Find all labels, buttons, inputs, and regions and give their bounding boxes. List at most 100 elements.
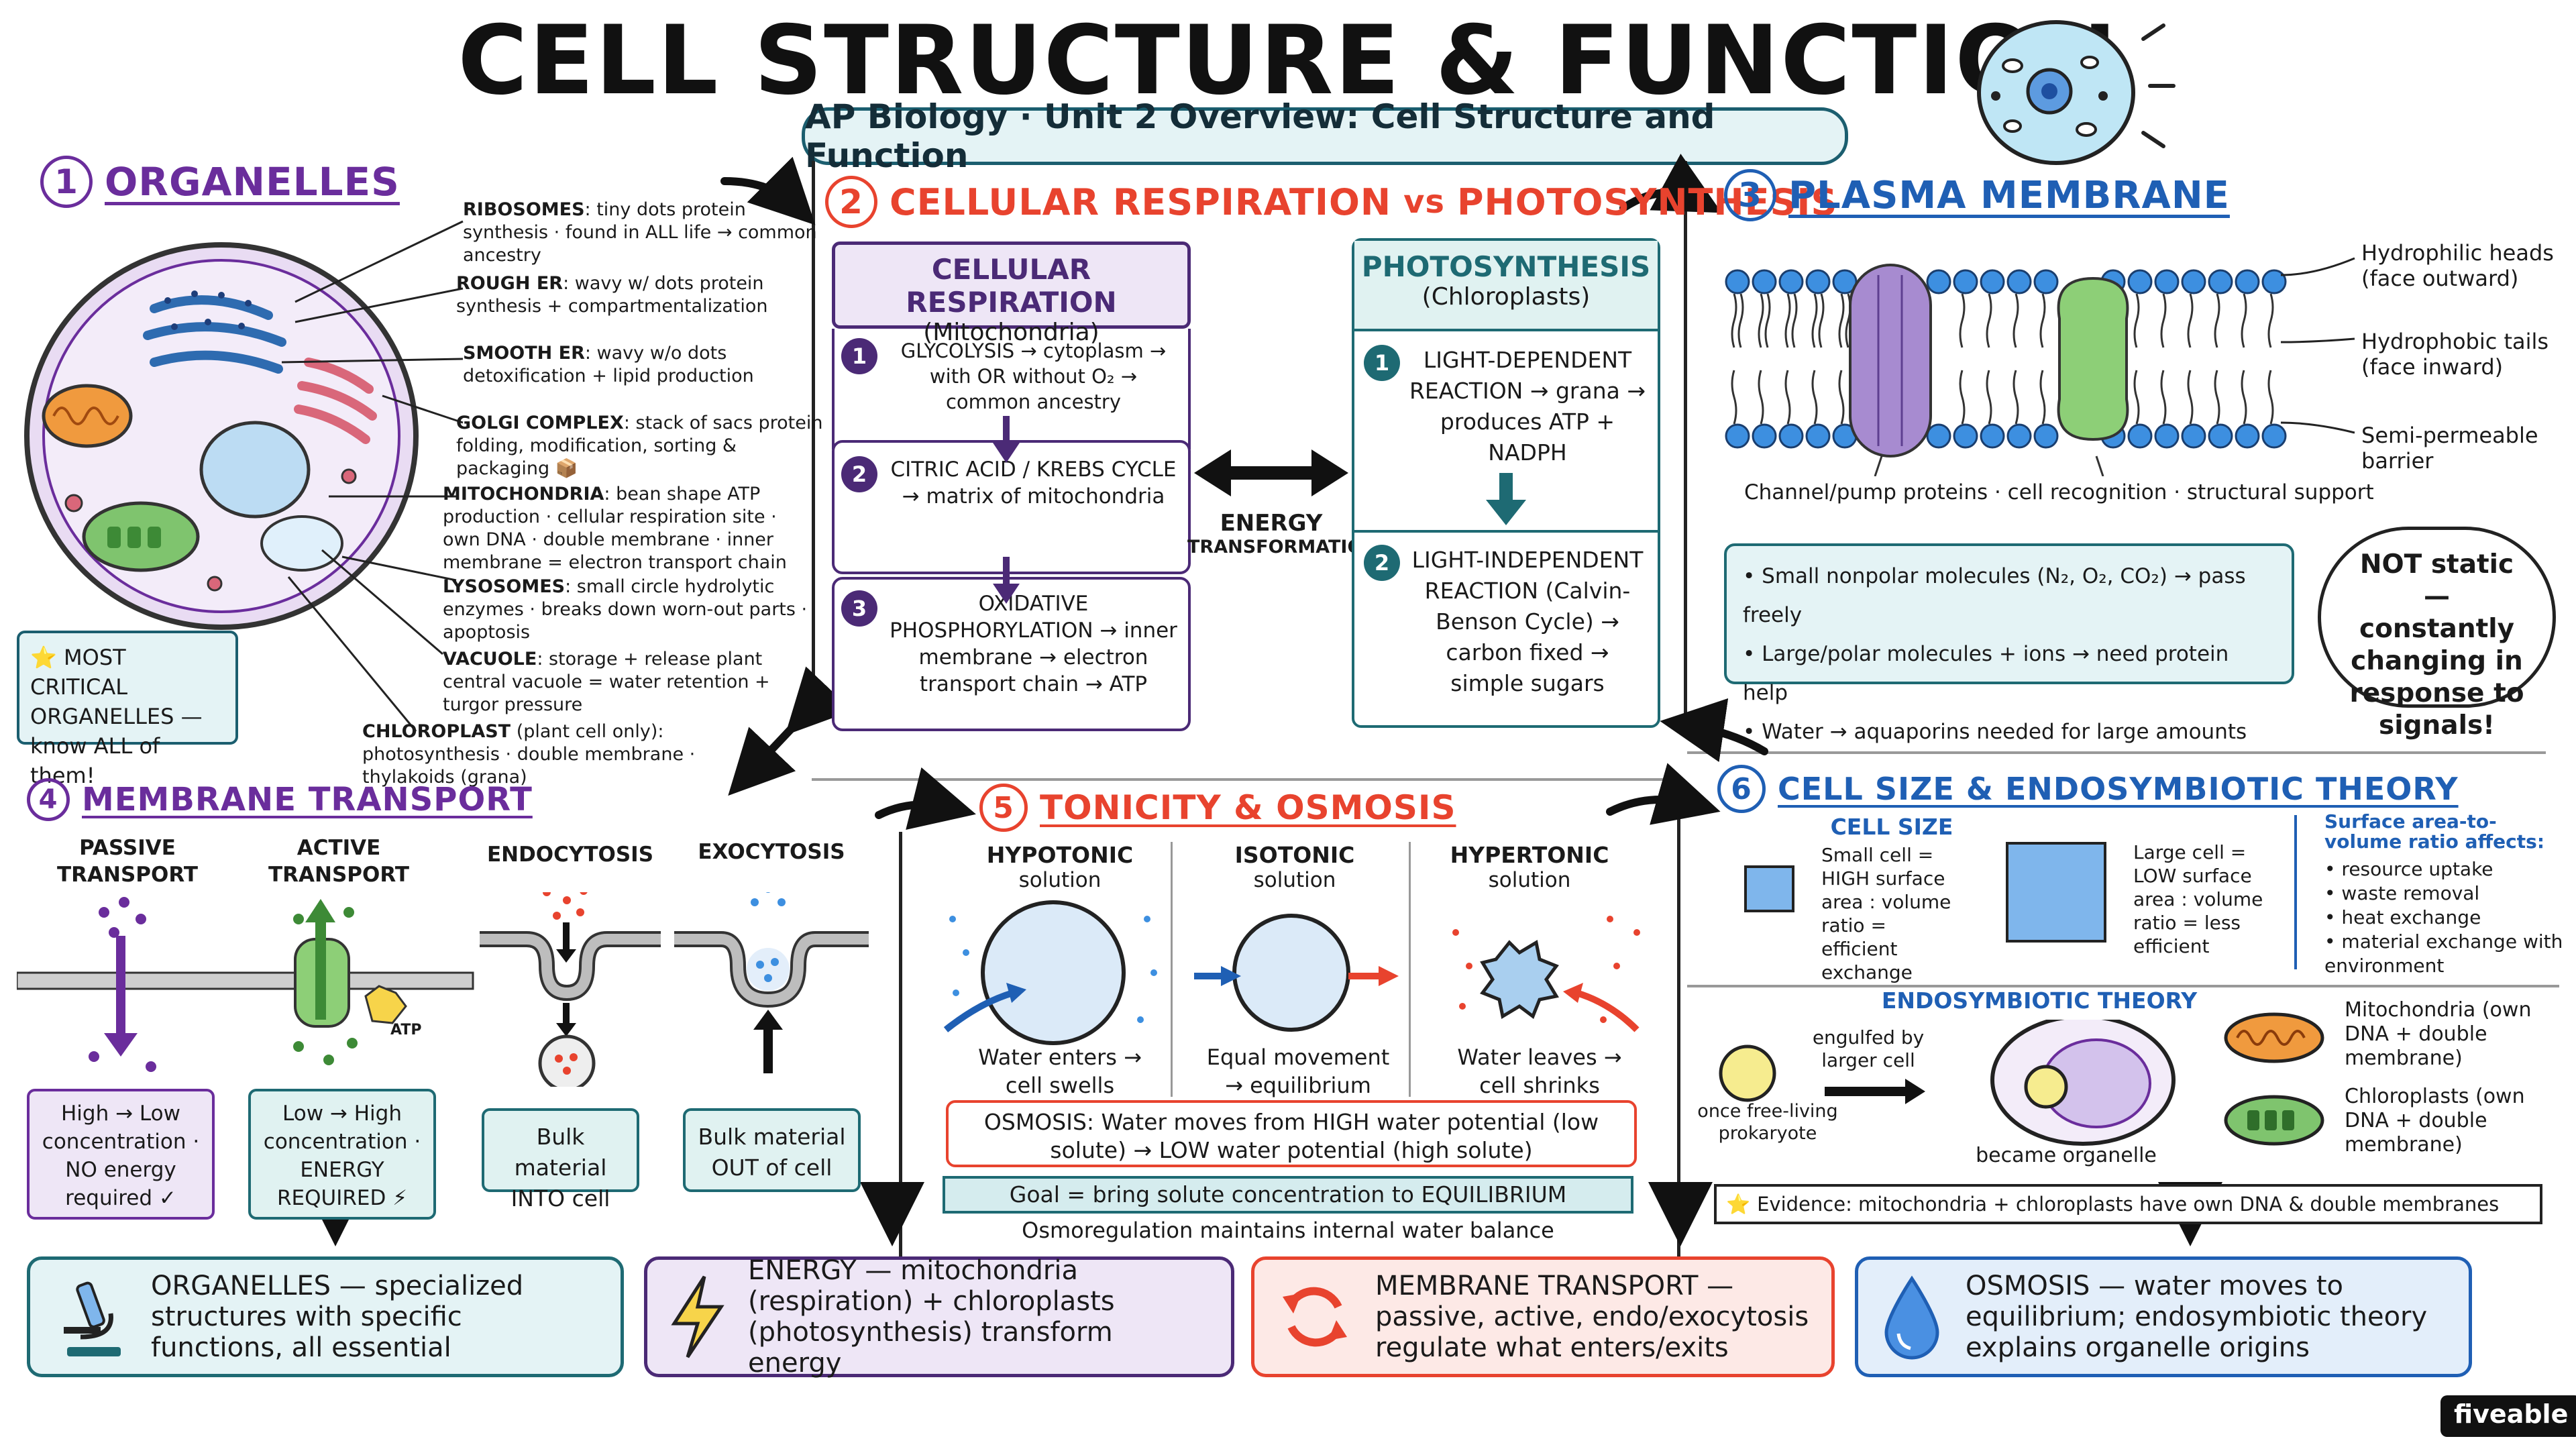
summary-organelles: ORGANELLES — specialized structures with… (27, 1256, 624, 1377)
membrane-permeability-box: • Small nonpolar molecules (N₂, O₂, CO₂)… (1724, 543, 2294, 744)
respiration-step-2: 2 CITRIC ACID / KREBS CYCLE → matrix of … (832, 440, 1191, 574)
divider-v5a (899, 832, 902, 1261)
label-hydrophilic-heads: Hydrophilic heads (face outward) (2361, 240, 2554, 291)
osmosis-definition-box: OSMOSIS: Water moves from HIGH water pot… (946, 1100, 1637, 1167)
section-title: CELL SIZE & ENDOSYMBIOTIC THEORY (1778, 771, 2459, 807)
label-smooth-er: SMOOTH ER: wavy w/o dots detoxification … (463, 343, 754, 386)
cycle-arrows-icon (1283, 1287, 1347, 1347)
energy-double-arrow (1194, 449, 1348, 496)
label-hydrophobic-tails: Hydrophobic tails (face inward) (2361, 329, 2549, 380)
section-title: TONICITY & OSMOSIS (1040, 788, 1456, 827)
prokaryote-label: once free-living prokaryote (1697, 1101, 1838, 1144)
label-chloroplast: CHLOROPLAST (plant cell only): photosynt… (362, 721, 696, 788)
osmoregulation-note: Osmoregulation maintains internal water … (1022, 1218, 1554, 1243)
section-title-vs: vs (1403, 183, 1445, 221)
hypertonic-result: Water leaves → cell shrinks (1457, 1044, 1622, 1098)
photosynthesis-header: PHOTOSYNTHESIS (Chloroplasts) (1354, 241, 1658, 331)
active-transport-note: Low → High concentration · ENERGY REQUIR… (248, 1089, 436, 1220)
isotonic-result: Equal movement → equilibrium (1206, 1044, 1390, 1098)
atp-badge: ATP (390, 1022, 422, 1038)
photosynthesis-flow-arrow (1486, 473, 1526, 525)
endosymbiotic-heading: ENDOSYMBIOTIC THEORY (1881, 987, 2198, 1014)
section-number: 5 (979, 784, 1028, 832)
label-rough-er: ROUGH ER: wavy w/ dots protein synthesis… (456, 273, 768, 317)
organelle-pointer-lines (281, 220, 464, 732)
pump-protein-shape (2057, 276, 2129, 441)
label-golgi: GOLGI COMPLEX: stack of sacs protein fol… (456, 413, 823, 479)
cell-size-heading: CELL SIZE (1830, 814, 1953, 840)
page-title: CELL STRUCTURE & FUNCTION (458, 5, 2118, 116)
divider-tonic-1 (1171, 842, 1173, 1097)
exocytosis-note: Bulk material OUT of cell (683, 1108, 861, 1192)
divider-mid (812, 778, 1684, 781)
lightning-icon (671, 1275, 724, 1358)
divider-sa (2294, 815, 2297, 969)
passive-transport-note: High → Low concentration · NO energy req… (27, 1089, 215, 1220)
organelle-labels: RIBOSOMES: tiny dots protein synthesis ·… (362, 199, 825, 789)
respiration-flow-arrows (993, 416, 1020, 604)
respiration-panel: CELLULAR RESPIRATION (Mitochondria) 1 GL… (832, 241, 1191, 758)
endosymbiosis-diagram (1719, 1020, 2176, 1146)
sa-item: • waste removal (2324, 882, 2480, 904)
water-drop-icon (1884, 1275, 1939, 1360)
engulfed-label: engulfed by larger cell (1812, 1026, 1925, 1071)
hypotonic-result: Water enters → cell swells (978, 1044, 1142, 1098)
sa-item: • material exchange with environment (2324, 930, 2563, 977)
channel-protein-shape (1849, 264, 1932, 458)
respiration-step-3: 3 OXIDATIVE PHOSPHORYLATION → inner memb… (832, 577, 1191, 731)
divider-sec3 (1687, 751, 2546, 754)
permeability-bullet: • Small nonpolar molecules (N₂, O₂, CO₂)… (1743, 564, 2246, 627)
section-title-a: CELLULAR RESPIRATION (890, 180, 1392, 223)
label-membrane-proteins: Channel/pump proteins · cell recognition… (1744, 480, 2374, 504)
label-mitochondria: MITOCHONDRIA: bean shape ATP production … (443, 484, 787, 573)
section-number: 6 (1717, 765, 1766, 813)
nucleus-shape (199, 421, 311, 519)
section-number: 4 (27, 778, 70, 821)
sa-item: • heat exchange (2324, 906, 2481, 928)
photosynthesis-step-1: 1 LIGHT-DEPENDENT REACTION → grana → pro… (1354, 331, 1658, 533)
exocytosis-heading: EXOCYTOSIS (698, 840, 845, 864)
section-5-header: 5 TONICITY & OSMOSIS (979, 784, 1456, 832)
membrane-label-lines (2280, 257, 2355, 434)
microscope-icon (64, 1281, 121, 1356)
section-number: 3 (1724, 169, 1776, 221)
section-title: MEMBRANE TRANSPORT (82, 781, 533, 818)
label-ribosomes: RIBOSOMES: tiny dots protein synthesis ·… (463, 199, 817, 266)
star-icon: ⭐ (30, 645, 57, 670)
mitochondria-icon (2224, 1012, 2324, 1063)
equilibrium-goal-banner: Goal = bring solute concentration to EQU… (943, 1176, 1633, 1214)
divider-right (1684, 161, 1687, 718)
section-3-header: 3 PLASMA MEMBRANE (1724, 169, 2230, 221)
energy-transformation-label: ENERGY TRANSFORMATION (1187, 510, 1379, 557)
section-title: PLASMA MEMBRANE (1788, 173, 2230, 217)
tonicity-cells-diagram (943, 900, 1640, 1045)
label-semipermeable: Semi-permeable barrier (2361, 423, 2538, 474)
sa-volume-list: Surface area-to-volume ratio affects: • … (2324, 812, 2566, 978)
became-organelle-label: became organelle (1976, 1144, 2157, 1167)
section-4-header: 4 MEMBRANE TRANSPORT (27, 778, 533, 821)
summary-osmosis: OSMOSIS — water moves to equilibrium; en… (1855, 1256, 2472, 1377)
section-6-header: 6 CELL SIZE & ENDOSYMBIOTIC THEORY (1717, 765, 2459, 813)
section-number: 2 (825, 176, 877, 228)
permeability-bullet: • Large/polar molecules + ions → need pr… (1743, 642, 2229, 705)
endocytosis-heading: ENDOCYTOSIS (486, 843, 654, 867)
photosynthesis-step-2: 2 LIGHT-INDEPENDENT REACTION (Calvin-Ben… (1354, 533, 1658, 711)
divider-endo (1687, 985, 2559, 987)
respiration-header: CELLULAR RESPIRATION (Mitochondria) (832, 241, 1191, 346)
section-2-header: 2 CELLULAR RESPIRATION vs PHOTOSYNTHESIS (825, 176, 1837, 228)
permeability-bullet: • Water → aquaporins needed for large am… (1743, 720, 2247, 744)
small-cell-square (1744, 865, 1794, 912)
large-cell-text: Large cell = LOW surface area : volume r… (2133, 841, 2263, 957)
divider-v5b (1677, 815, 1680, 1261)
summary-membrane-transport: MEMBRANE TRANSPORT — passive, active, en… (1251, 1256, 1835, 1377)
sa-item: • resource uptake (2324, 858, 2493, 880)
section-title: ORGANELLES (105, 159, 400, 205)
large-cell-square (2006, 842, 2106, 943)
star-icon: ⭐ (1726, 1192, 1751, 1216)
not-static-cloud: NOT static — constantly changing in resp… (2318, 527, 2556, 741)
divider-tonic-2 (1409, 842, 1411, 1097)
label-lysosomes: LYSOSOMES: small circle hydrolytic enzym… (443, 576, 808, 643)
